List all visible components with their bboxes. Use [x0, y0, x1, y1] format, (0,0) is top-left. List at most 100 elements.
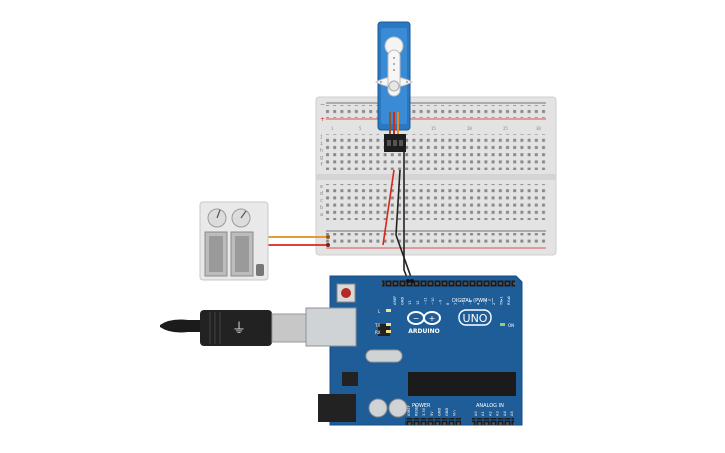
capacitor: [388, 398, 408, 418]
power-pin-label: 3.3V: [422, 407, 426, 416]
voltage-regulator: [342, 372, 358, 386]
model-label: UNO: [463, 312, 488, 325]
digital-pin-label: RX◂0: [507, 295, 511, 305]
led-on: [500, 323, 505, 326]
analog-pin-label: A2: [488, 411, 492, 416]
terminal-block-bottom: [326, 184, 546, 220]
power-pin-label: GND: [445, 408, 449, 416]
column-number-25: 25: [503, 126, 508, 131]
analog-label: ANALOG IN: [476, 403, 504, 409]
row-letter-i: i: [320, 141, 323, 147]
row-letter-g: g: [320, 155, 323, 161]
row-letter-b: b: [320, 205, 323, 211]
row-letter-j: j: [320, 134, 323, 140]
digital-pin-label: ~10: [431, 297, 435, 305]
servo-motor[interactable]: [374, 21, 414, 152]
power-pin-label: 5V: [430, 411, 434, 416]
wire-end: [410, 279, 414, 283]
column-number-30: 30: [536, 126, 541, 131]
row-letter-e: e: [320, 184, 323, 190]
digital-pin-label: 12: [416, 300, 420, 305]
digital-pin-label: 7: [454, 303, 458, 305]
power-barrel-jack: [318, 394, 356, 422]
digital-pin-label: 13: [408, 300, 412, 305]
column-number-20: 20: [467, 126, 472, 131]
arduino-logo: − +: [407, 311, 441, 325]
column-number-5: 5: [359, 126, 362, 131]
wire-servo-ground[interactable]: [395, 169, 401, 236]
digital-pin-label: ~9: [439, 299, 443, 305]
usb-plug-metal: [271, 313, 307, 343]
digital-pin-label: AREF: [393, 296, 397, 305]
led-l: [386, 309, 391, 312]
breadboard: − + 1 5 10 15 20 25 30 j i h g f e d c b: [315, 96, 557, 256]
row-letter-d: d: [320, 191, 323, 197]
usb-icon: ⏚: [232, 321, 246, 337]
digital-header-a[interactable]: [382, 280, 494, 287]
crystal-oscillator: [365, 349, 403, 363]
digital-pin-label: ~5: [469, 300, 473, 305]
power-label: POWER: [412, 403, 431, 409]
analog-pin-label: A4: [503, 411, 507, 416]
minus-glyph: −: [413, 314, 420, 323]
center-channel: [316, 174, 556, 180]
analog-pin-label: A1: [481, 411, 485, 416]
power-rail-top: [326, 105, 546, 118]
row-letter-a: a: [320, 212, 323, 218]
capacitor: [368, 398, 388, 418]
digital-pin-label: ~11: [423, 297, 427, 305]
brand-label: ARDUINO: [408, 328, 439, 335]
arduino-uno-board[interactable]: − + ARDUINO UNO DIGITAL (PWM~) POWER ANA…: [305, 275, 523, 426]
digital-pin-label: TX▸1: [499, 296, 503, 306]
atmega-microcontroller: [408, 372, 516, 396]
digital-pin-label: 2: [492, 303, 496, 305]
wire-end: [326, 235, 330, 239]
wire-servo-power[interactable]: [382, 169, 395, 246]
row-letter-h: h: [320, 148, 323, 154]
model-badge: [458, 309, 492, 326]
power-rail-bottom: [326, 233, 546, 246]
digital-pin-label: GND: [401, 297, 405, 305]
led-l-label: L: [378, 309, 381, 314]
wire-ground-to-arduino[interactable]: [395, 234, 413, 281]
plus-glyph: +: [429, 314, 436, 323]
led-tx-label: TX: [374, 323, 380, 328]
servo-shaft: [388, 80, 400, 92]
digital-pin-label: 8: [446, 302, 450, 305]
power-pin-label: IOREF: [407, 405, 411, 416]
analog-pin-label: A0: [474, 411, 478, 416]
power-module[interactable]: [199, 201, 269, 281]
usb-cable: ⏚: [160, 310, 307, 346]
power-pin-label: Vin: [453, 410, 457, 416]
digital-pin-label: ~3: [484, 300, 488, 305]
power-header[interactable]: [405, 418, 461, 425]
power-pin-label: GND: [437, 408, 441, 416]
digital-pin-label: 4: [477, 302, 481, 305]
analog-header[interactable]: [472, 418, 514, 425]
wire-end: [406, 279, 410, 283]
analog-pin-label: A5: [510, 411, 514, 416]
column-number-1: 1: [331, 126, 334, 131]
led-on-label: ON: [508, 323, 514, 328]
analog-pin-label: A3: [496, 411, 500, 416]
led-tx: [386, 323, 391, 326]
column-number-15: 15: [431, 126, 436, 131]
row-letter-f: f: [320, 162, 323, 168]
digital-label: DIGITAL (PWM~): [452, 298, 494, 304]
reset-button-cap[interactable]: [341, 288, 351, 298]
row-letter-c: c: [320, 198, 323, 204]
module-switch[interactable]: [256, 264, 264, 276]
led-rx: [386, 330, 391, 333]
digital-header-b[interactable]: [459, 280, 515, 287]
led-rx-label: RX: [375, 330, 381, 335]
usb-plug-housing: [200, 310, 272, 346]
usb-jack: [305, 307, 357, 347]
terminal-block-top: [326, 134, 546, 170]
digital-pin-label: ~6: [461, 299, 465, 305]
rail-minus-label: −: [320, 101, 325, 108]
power-pin-label: RESET: [415, 404, 419, 416]
